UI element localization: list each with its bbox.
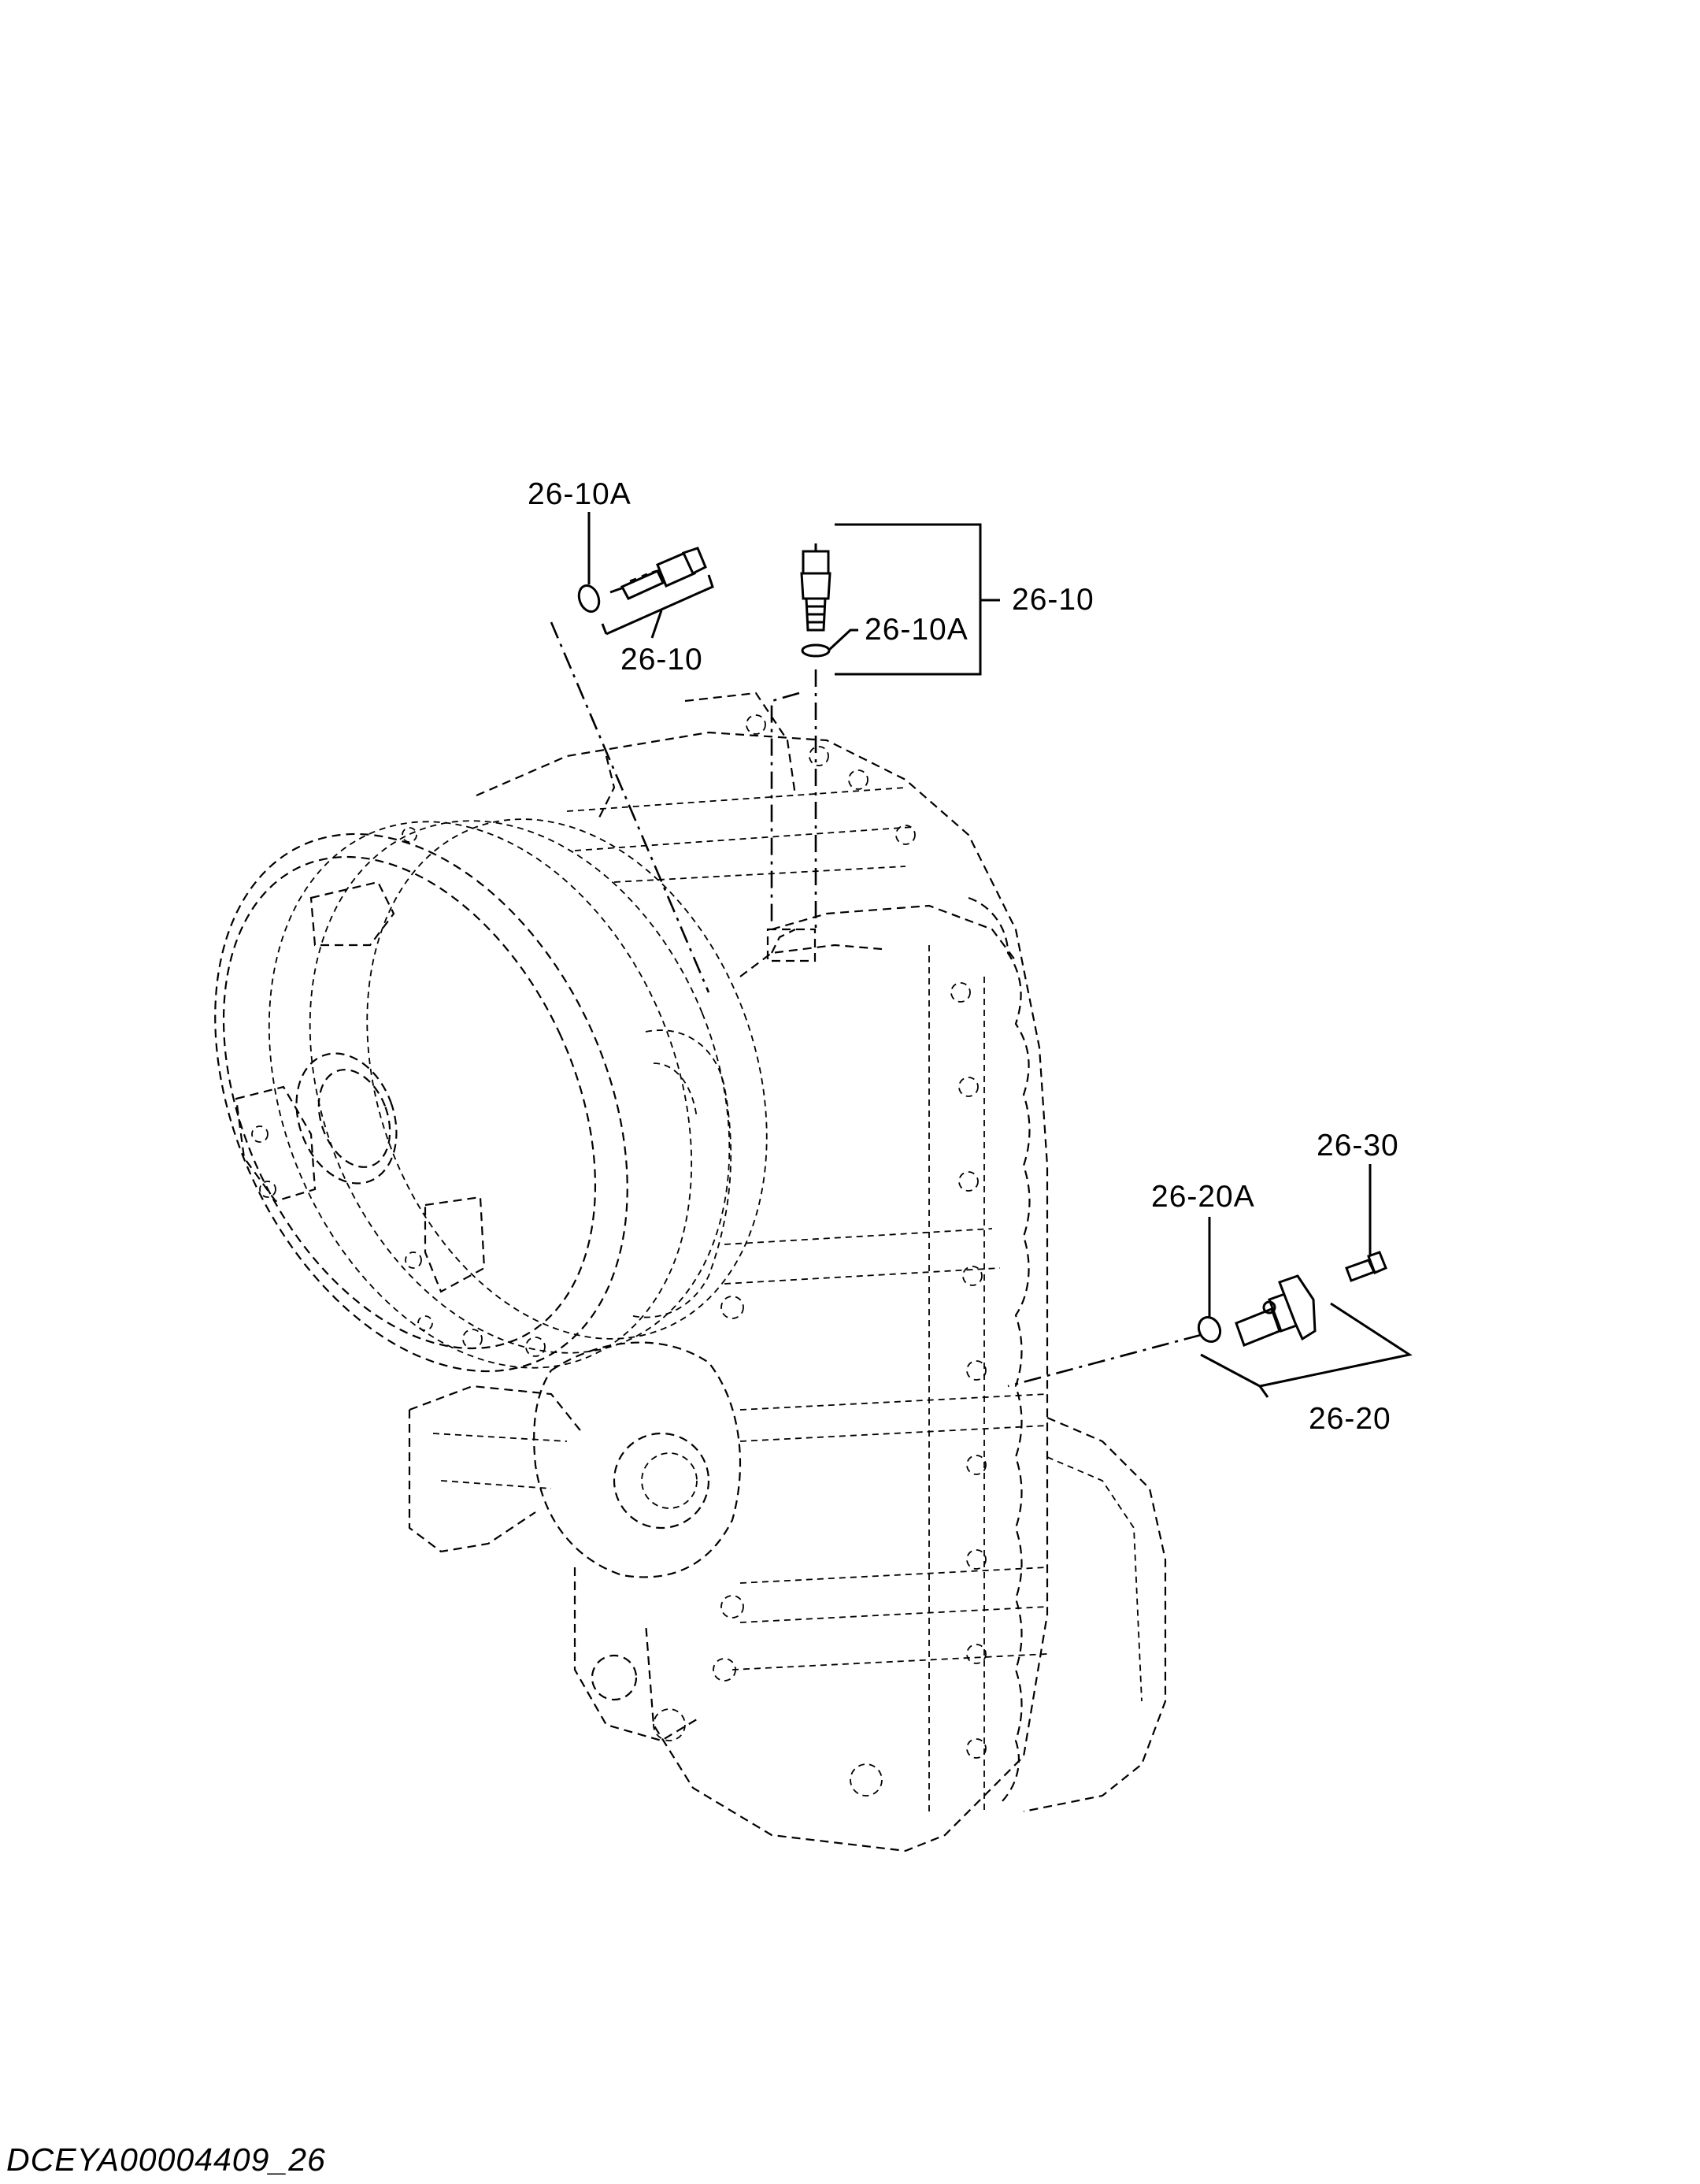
callout-left-oring: 26-10A [528, 477, 631, 511]
callout-left-sensor: 26-10 [620, 643, 703, 677]
left-pressure-sensor [550, 512, 714, 993]
callout-right-bolt: 26-30 [1317, 1129, 1399, 1162]
callout-right-oring: 26-20A [1151, 1180, 1255, 1214]
right-speed-sensor [1007, 1164, 1413, 1398]
top-pressure-sensor [770, 523, 1000, 929]
callout-right-sensor: 26-20 [1309, 1402, 1391, 1436]
drawing-code: DCEYA00004409_26 [6, 2141, 326, 2178]
callout-top-bracket: 26-10 [1012, 583, 1094, 617]
callout-top-oring: 26-10A [865, 613, 969, 647]
transmission-housing [214, 692, 1167, 1852]
